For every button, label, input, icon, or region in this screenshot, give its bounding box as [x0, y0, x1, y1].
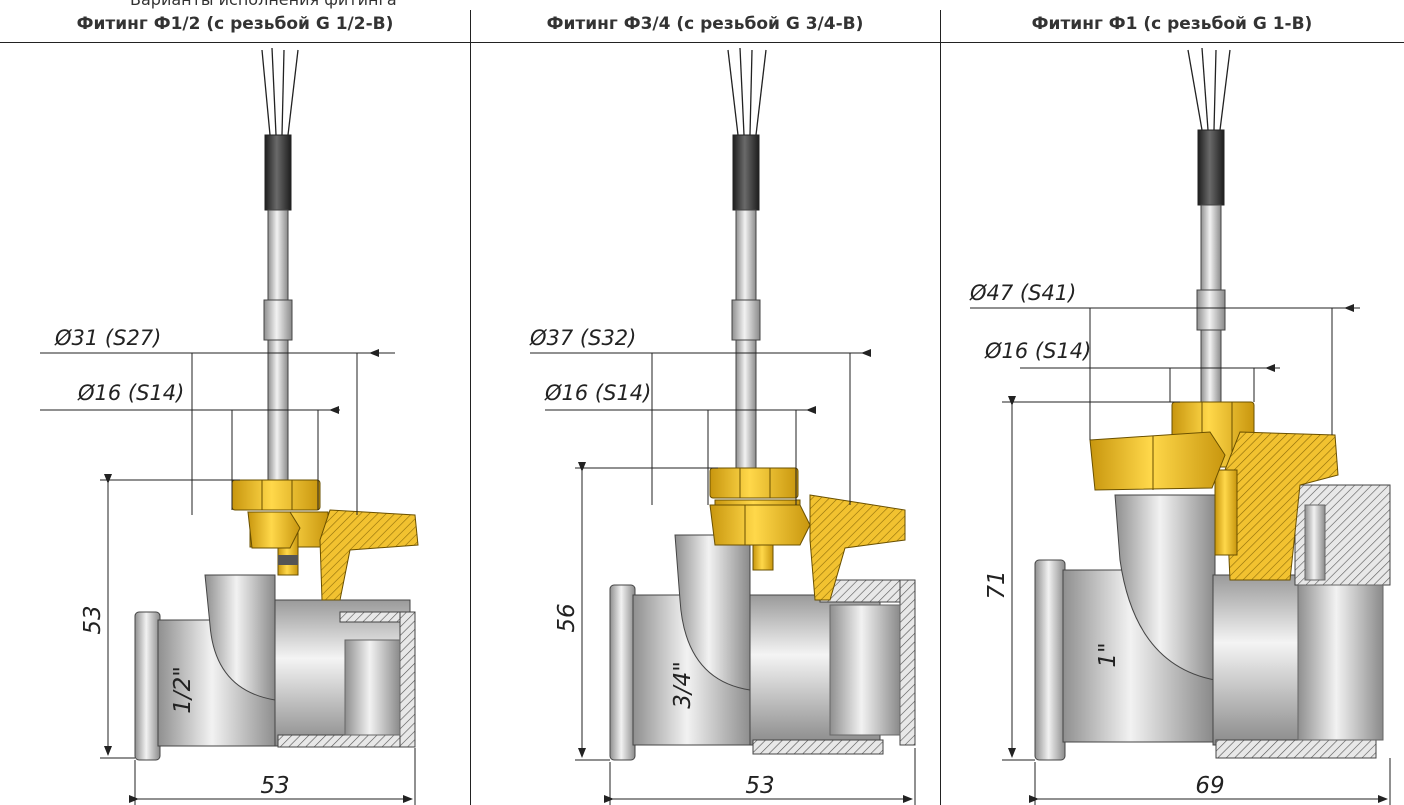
- brass-nut: [1089, 431, 1226, 491]
- header-fragment: Варианты исполнения фитинга: [130, 0, 397, 9]
- panel-divider-2: [940, 10, 941, 805]
- height-dimension-label: 53: [80, 605, 106, 634]
- dimension-lines: [40, 349, 416, 805]
- width-dimension-label: 69: [1195, 773, 1224, 799]
- panel-divider-1: [470, 10, 471, 805]
- wires: [1187, 47, 1231, 131]
- height-dimension-label: 56: [554, 603, 580, 632]
- fitting-drawing-3: 1" Ø47 (S41) Ø16 (S14) 71 69: [969, 47, 1391, 805]
- tee-body: [134, 574, 416, 761]
- dimension-lines: [970, 304, 1391, 805]
- probe-tube: [267, 209, 289, 481]
- inner-diameter-label: Ø16 (S14): [77, 381, 184, 405]
- fitting-panel-3: Фитинг Ф1 (с резьбой G 1-B): [940, 0, 1404, 805]
- tee-body: [1034, 484, 1391, 761]
- outer-diameter-label: Ø47 (S41): [969, 281, 1076, 305]
- panel-title: Фитинг Ф1/2 (с резьбой G 1/2-B): [76, 14, 394, 34]
- wires: [727, 47, 767, 136]
- fitting-drawing-1: 1/2" Ø31 (S27) Ø16 (S14) 53 53: [40, 47, 419, 805]
- height-dimension-label: 71: [984, 570, 1010, 599]
- panel-title: Фитинг Ф1 (с резьбой G 1-B): [1031, 14, 1313, 34]
- brass-nut: [709, 504, 811, 546]
- thread-label: 3/4": [670, 661, 696, 709]
- outer-diameter-label: Ø31 (S27): [54, 326, 161, 350]
- cable: [1197, 129, 1225, 206]
- panel-title: Фитинг Ф3/4 (с резьбой G 3/4-B): [546, 14, 864, 34]
- thread-label: 1/2": [170, 666, 196, 714]
- dimension-lines: [530, 349, 916, 805]
- outer-diameter-label: Ø37 (S32): [529, 326, 636, 350]
- width-dimension-label: 53: [260, 773, 289, 799]
- header-divider: [0, 42, 1404, 43]
- fitting-panel-1: Фитинг Ф1/2 (с резьбой G 1/2-B): [0, 0, 470, 805]
- thread-label: 1": [1095, 642, 1121, 667]
- cable: [732, 134, 760, 211]
- inner-diameter-label: Ø16 (S14): [544, 381, 651, 405]
- fitting-panel-2: Фитинг Ф3/4 (с резьбой G 3/4-B): [470, 0, 940, 805]
- brass-nut: [247, 511, 301, 549]
- fitting-drawing-2: 3/4" Ø37 (S32) Ø16 (S14) 56 53: [529, 47, 916, 805]
- wires: [261, 47, 299, 136]
- tee-body: [609, 534, 916, 761]
- cable: [264, 134, 292, 211]
- inner-diameter-label: Ø16 (S14): [984, 339, 1091, 363]
- width-dimension-label: 53: [745, 773, 774, 799]
